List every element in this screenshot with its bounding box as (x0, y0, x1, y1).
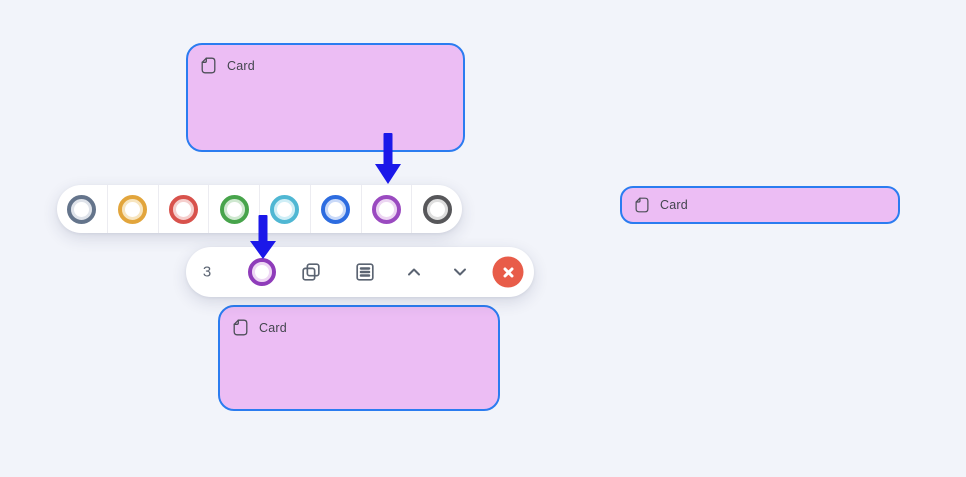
red-color-ring (168, 194, 198, 224)
chevron-down-icon[interactable] (449, 261, 471, 283)
card-header: Card (188, 45, 463, 86)
card-header: Card (220, 307, 498, 348)
card-header: Card (622, 188, 898, 222)
chevron-up-icon[interactable] (403, 261, 425, 283)
purple-color-ring (371, 194, 401, 224)
duplicate-button[interactable] (299, 260, 324, 285)
blue-color-ring (321, 194, 351, 224)
selected-color-ring (248, 258, 276, 286)
swatch-cyan[interactable] (260, 185, 311, 233)
close-icon (503, 267, 513, 277)
card-label: Card (227, 58, 255, 73)
color-palette-toolbar (57, 185, 462, 233)
card-label: Card (259, 320, 287, 335)
swatch-slate-gray[interactable] (57, 185, 108, 233)
arrow-to-purple-swatch[interactable] (374, 133, 402, 189)
cyan-color-ring (270, 194, 300, 224)
slate-gray-color-ring (67, 194, 97, 224)
swatch-green[interactable] (209, 185, 260, 233)
card-doc-icon (635, 197, 649, 213)
card-top[interactable]: Card (186, 43, 465, 152)
swatch-purple[interactable] (362, 185, 413, 233)
card-doc-icon (233, 319, 248, 336)
swatch-amber[interactable] (108, 185, 159, 233)
list-layout-button[interactable] (353, 260, 378, 285)
selection-count: 3 (202, 263, 212, 281)
card-label: Card (660, 198, 688, 212)
dark-gray-color-ring (422, 194, 452, 224)
card-right[interactable]: Card (620, 186, 900, 224)
context-toolbar: 3 (186, 247, 534, 297)
swatch-blue[interactable] (311, 185, 362, 233)
swatch-red[interactable] (159, 185, 210, 233)
swatch-dark-gray[interactable] (412, 185, 462, 233)
arrow-to-selected-color[interactable] (250, 215, 276, 264)
card-bottom[interactable]: Card (218, 305, 500, 411)
selected-color-button[interactable] (248, 258, 276, 286)
amber-color-ring (118, 194, 148, 224)
close-button[interactable] (492, 256, 524, 288)
card-doc-icon (201, 57, 216, 74)
green-color-ring (219, 194, 249, 224)
